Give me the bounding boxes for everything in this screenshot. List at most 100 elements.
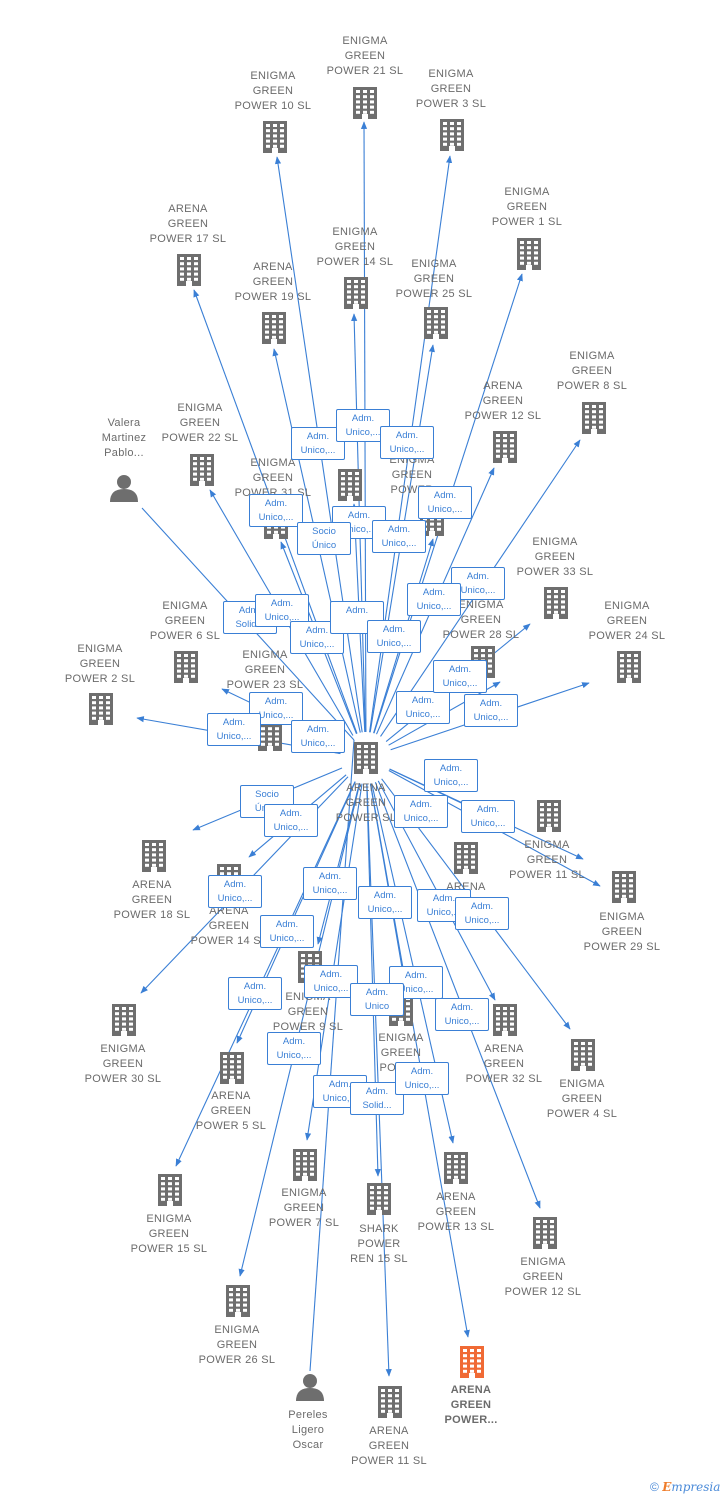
building-icon-eg25[interactable] — [424, 307, 448, 339]
edge-role-label[interactable]: Adm. Unico,... — [304, 965, 358, 998]
node-label-eg9[interactable]: ENIGMA GREEN POWER 9 SL — [272, 991, 344, 1033]
node-label-valera[interactable]: Valera Martinez Pablo... — [101, 417, 147, 459]
node-label-ag18[interactable]: ARENA GREEN POWER 18 SL — [113, 879, 191, 921]
person-icon-pereles[interactable] — [296, 1374, 324, 1401]
node-label-eg6[interactable]: ENIGMA GREEN POWER 6 SL — [149, 600, 221, 642]
edge-role-label[interactable]: Adm. Unico,... — [228, 977, 282, 1010]
node-label-eg23[interactable]: ENIGMA GREEN POWER 23 SL — [226, 649, 304, 691]
node-label-eg1[interactable]: ENIGMA GREEN POWER 1 SL — [491, 186, 563, 228]
edge-role-label[interactable]: Adm. Unico,... — [380, 426, 434, 459]
building-icon-ag18[interactable] — [142, 840, 166, 872]
node-label-center[interactable]: ARENA GREEN POWER SL — [335, 782, 397, 824]
edge-role-label[interactable]: Adm. Unico,... — [249, 494, 303, 527]
edge-role-label[interactable]: Adm. Unico,... — [367, 620, 421, 653]
node-label-eg4[interactable]: ENIGMA GREEN POWER 4 SL — [546, 1078, 618, 1120]
edge-role-label[interactable]: Adm. Unico,... — [303, 867, 357, 900]
building-icon-eg12[interactable] — [533, 1217, 557, 1249]
building-icon-eg26[interactable] — [226, 1285, 250, 1317]
building-icon-ag19[interactable] — [262, 312, 286, 344]
node-label-eg15[interactable]: ENIGMA GREEN POWER 15 SL — [130, 1213, 208, 1255]
edge-role-label[interactable]: Adm. Unico,... — [455, 897, 509, 930]
node-label-ag14[interactable]: ARENA GREEN POWER 14 SL — [190, 905, 267, 947]
edge-role-label[interactable]: Adm. Unico,... — [291, 720, 345, 753]
building-icon-eg3[interactable] — [440, 119, 464, 151]
building-icon-eg15[interactable] — [158, 1174, 182, 1206]
building-icon-ag5[interactable] — [220, 1052, 244, 1084]
building-icon-eg22[interactable] — [190, 454, 214, 486]
building-icon-ag13[interactable] — [444, 1152, 468, 1184]
building-icon-ag30[interactable] — [112, 1004, 136, 1036]
node-label-eg12[interactable]: ENIGMA GREEN POWER 12 SL — [504, 1256, 582, 1298]
edge-role-label[interactable]: Adm. Unico — [350, 983, 404, 1016]
person-icon-valera[interactable] — [110, 475, 138, 502]
building-icon-eg6[interactable] — [174, 651, 198, 683]
node-label-eg33[interactable]: ENIGMA GREEN POWER 33 SL — [516, 536, 594, 578]
building-icon-center[interactable] — [354, 742, 378, 774]
edge-role-label[interactable]: Adm. Solid... — [350, 1082, 404, 1115]
edge-role-label[interactable]: Adm. Unico,... — [435, 998, 489, 1031]
edge-role-label[interactable]: Adm. Unico,... — [207, 713, 261, 746]
copyright-footer[interactable]: © Empresia — [650, 1480, 720, 1494]
building-icon-ag11[interactable] — [378, 1386, 402, 1418]
node-label-eg10[interactable]: ENIGMA GREEN POWER 10 SL — [234, 70, 312, 112]
node-label-eg21[interactable]: ENIGMA GREEN POWER 21 SL — [326, 35, 404, 77]
building-icon-eg8[interactable] — [582, 402, 606, 434]
edge-role-label[interactable]: Adm. Unico,... — [433, 660, 487, 693]
building-icon-eg10[interactable] — [263, 121, 287, 153]
building-icon-shark[interactable] — [367, 1183, 391, 1215]
edge-role-label[interactable]: Adm. Unico,... — [424, 759, 478, 792]
edge-role-label[interactable]: Adm. Unico,... — [418, 486, 472, 519]
edge-role-label[interactable]: Adm. Unico,... — [407, 583, 461, 616]
edge-role-label[interactable]: Adm. Unico,... — [372, 520, 426, 553]
node-label-ag17[interactable]: ARENA GREEN POWER 17 SL — [149, 203, 227, 245]
building-icon-ag17[interactable] — [177, 254, 201, 286]
building-icon-ag32[interactable] — [493, 1004, 517, 1036]
edge-role-label[interactable]: Adm. Unico,... — [267, 1032, 321, 1065]
node-label-eg26[interactable]: ENIGMA GREEN POWER 26 SL — [198, 1324, 276, 1366]
building-icon-eg14[interactable] — [344, 277, 368, 309]
node-label-ag30[interactable]: ENIGMA GREEN POWER 30 SL — [84, 1043, 162, 1085]
node-label-eg29[interactable]: ENIGMA GREEN POWER 29 SL — [583, 911, 661, 953]
building-icon-eg11[interactable] — [537, 800, 561, 832]
node-label-eg22[interactable]: ENIGMA GREEN POWER 22 SL — [161, 402, 239, 444]
node-label-ag13[interactable]: ARENA GREEN POWER 13 SL — [417, 1191, 495, 1233]
building-icon-eg24[interactable] — [617, 651, 641, 683]
building-icon-focus[interactable] — [460, 1346, 484, 1378]
node-label-ag5[interactable]: ARENA GREEN POWER 5 SL — [195, 1090, 267, 1132]
node-label-ag19[interactable]: ARENA GREEN POWER 19 SL — [234, 261, 312, 303]
node-label-eg25[interactable]: ENIGMA GREEN POWER 25 SL — [395, 258, 473, 300]
node-label-eg3[interactable]: ENIGMA GREEN POWER 3 SL — [415, 68, 487, 110]
building-icon-eg1[interactable] — [517, 238, 541, 270]
building-icon-eg21[interactable] — [353, 87, 377, 119]
edge-role-label[interactable]: Adm. Unico,... — [260, 915, 314, 948]
node-label-eg8[interactable]: ENIGMA GREEN POWER 8 SL — [556, 350, 628, 392]
edge-role-label[interactable]: Adm. Unico,... — [389, 966, 443, 999]
edge-role-label[interactable]: Adm. Unico,... — [264, 804, 318, 837]
edge-role-label[interactable]: Adm. Unico,... — [396, 691, 450, 724]
node-label-ag32[interactable]: ARENA GREEN POWER 32 SL — [465, 1043, 543, 1085]
edge-role-label[interactable]: Adm. Unico,... — [464, 694, 518, 727]
building-icon-eg4[interactable] — [571, 1039, 595, 1071]
building-icon-eg2[interactable] — [89, 693, 113, 725]
edge-role-label[interactable]: Adm. Unico,... — [395, 1062, 449, 1095]
node-label-eg24[interactable]: ENIGMA GREEN POWER 24 SL — [588, 600, 666, 642]
building-icon-eg7[interactable] — [293, 1149, 317, 1181]
node-label-eg28[interactable]: ENIGMA GREEN POWER 28 SL — [442, 599, 520, 641]
node-label-eg14[interactable]: ENIGMA GREEN POWER 14 SL — [316, 226, 394, 268]
node-label-eg2[interactable]: ENIGMA GREEN POWER 2 SL — [64, 643, 136, 685]
edge-role-label[interactable]: Adm. Unico,... — [394, 795, 448, 828]
building-icon-eg33[interactable] — [544, 587, 568, 619]
node-label-shark[interactable]: SHARK POWER REN 15 SL — [350, 1223, 408, 1265]
node-label-pereles[interactable]: Pereles Ligero Oscar — [288, 1409, 328, 1451]
edge-role-label[interactable]: Adm. Unico,... — [208, 875, 262, 908]
node-label-focus[interactable]: ARENA GREEN POWER... — [444, 1384, 498, 1426]
node-label-ag12[interactable]: ARENA GREEN POWER 12 SL — [464, 380, 542, 422]
edge-role-label[interactable]: Socio Único — [297, 522, 351, 555]
building-icon-ag_mid[interactable] — [454, 842, 478, 874]
node-label-eg11[interactable]: ENIGMA GREEN POWER 11 SL — [509, 839, 585, 881]
edge-role-label[interactable]: Adm. Unico,... — [336, 409, 390, 442]
edge-role-label[interactable]: Adm. Unico,... — [358, 886, 412, 919]
building-icon-ag12[interactable] — [493, 431, 517, 463]
edge-role-label[interactable]: Adm. Unico,... — [461, 800, 515, 833]
node-label-eg7[interactable]: ENIGMA GREEN POWER 7 SL — [268, 1187, 340, 1229]
